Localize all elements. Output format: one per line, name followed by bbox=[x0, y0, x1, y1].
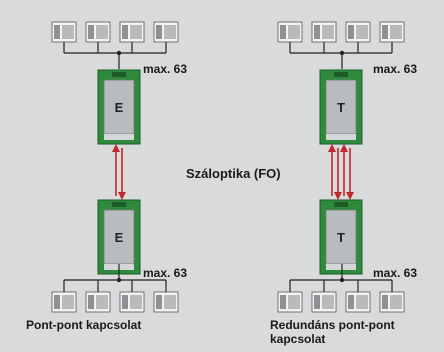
right-top-io-module-1 bbox=[277, 21, 303, 43]
left-bottom-io-module-1 bbox=[51, 291, 77, 313]
left-bottom-io-module-2 bbox=[85, 291, 111, 313]
right-top-io-module-4 bbox=[379, 21, 405, 43]
left-caption: Pont-pont kapcsolat bbox=[26, 318, 142, 332]
left-top-io-module-2 bbox=[85, 21, 111, 43]
left-top-coupler-letter: E bbox=[115, 100, 124, 115]
left-top-coupler: E bbox=[97, 69, 141, 145]
right-bottom-coupler-letter: T bbox=[337, 230, 345, 245]
right-top-io-module-3 bbox=[345, 21, 371, 43]
right-bottom-io-module-1 bbox=[277, 291, 303, 313]
right-bottom-io-module-2 bbox=[311, 291, 337, 313]
right-bottom-coupler: T bbox=[319, 199, 363, 275]
right-top-coupler-letter: T bbox=[337, 100, 345, 115]
right-bottom-io-module-3 bbox=[345, 291, 371, 313]
right-bottom-max-label: max. 63 bbox=[373, 266, 418, 280]
right-bottom-io-module-4 bbox=[379, 291, 405, 313]
fiber-optic-label: Száloptika (FO) bbox=[186, 166, 281, 181]
left-top-io-module-3 bbox=[119, 21, 145, 43]
left-top-io-module-1 bbox=[51, 21, 77, 43]
left-bottom-io-module-4 bbox=[153, 291, 179, 313]
left-bottom-coupler-letter: E bbox=[115, 230, 124, 245]
right-caption: Redundáns pont-pont kapcsolat bbox=[270, 318, 395, 346]
left-top-max-label: max. 63 bbox=[143, 62, 188, 76]
left-top-io-module-4 bbox=[153, 21, 179, 43]
right-top-io-module-2 bbox=[311, 21, 337, 43]
left-bottom-coupler: E bbox=[97, 199, 141, 275]
right-top-coupler: T bbox=[319, 69, 363, 145]
right-top-max-label: max. 63 bbox=[373, 62, 418, 76]
left-bottom-io-module-3 bbox=[119, 291, 145, 313]
left-bottom-max-label: max. 63 bbox=[143, 266, 188, 280]
